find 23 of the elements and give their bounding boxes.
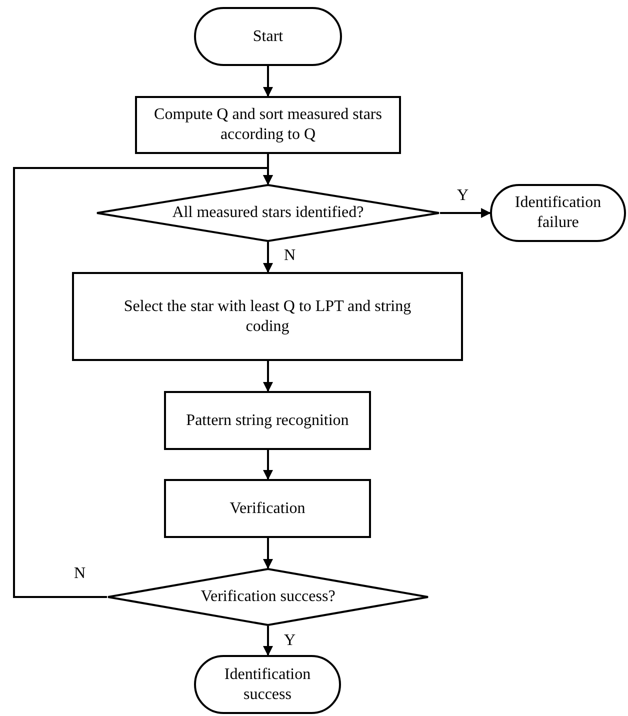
- arrow: [263, 66, 273, 97]
- decision-diamond: [107, 568, 429, 626]
- node-text: Identification failure: [514, 193, 602, 233]
- decision-diamond: [96, 184, 440, 242]
- node-text: Compute Q and sort measured stars according to Q: [153, 105, 383, 145]
- node-text: Select the star with least Q to LPT and string coding: [122, 296, 412, 336]
- node-text: Pattern string recognition: [186, 410, 349, 430]
- arrow: [13, 167, 273, 598]
- node-text: Start: [252, 26, 284, 46]
- node-text: Verification success?: [200, 587, 336, 607]
- process-box: [72, 272, 463, 361]
- process-box: [164, 391, 371, 450]
- node-text: Verification: [230, 498, 306, 518]
- node-text: All measured stars identified?: [172, 203, 364, 223]
- process-box: [135, 96, 401, 154]
- arrow: [440, 208, 491, 218]
- process-box: [164, 479, 371, 538]
- node-text: Identification success: [223, 664, 312, 704]
- arrow: [263, 450, 273, 480]
- arrow: [263, 538, 273, 569]
- arrow: [263, 626, 273, 656]
- arrow: [263, 361, 273, 392]
- arrow: [263, 242, 273, 273]
